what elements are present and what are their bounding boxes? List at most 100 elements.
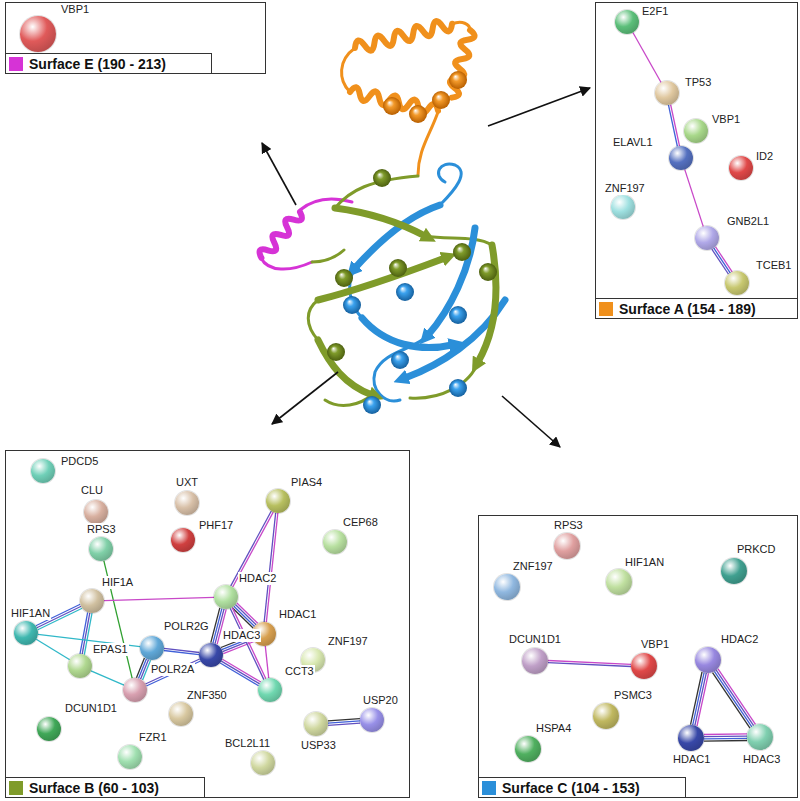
- interaction-edge: [633, 32, 661, 82]
- protein-node: BCL2L11: [251, 751, 275, 775]
- protein-node: HSPA4: [515, 736, 541, 762]
- blue-strand: [362, 318, 452, 348]
- interaction-edge: [668, 104, 679, 146]
- protein-label: PHF17: [198, 519, 234, 532]
- protein-node: FZR1: [118, 745, 142, 769]
- protein-label: ZNF197: [604, 182, 646, 195]
- protein-node: TCEB1: [725, 271, 749, 295]
- protein-node: HDAC3: [199, 643, 223, 667]
- interaction-edge: [548, 660, 631, 666]
- protein-node: PHF17: [171, 528, 195, 552]
- interaction-edge: [220, 659, 261, 686]
- protein-node: RPS3: [554, 533, 580, 559]
- surface-heading: Surface C (104 - 153): [502, 779, 640, 797]
- protein-label: USP33: [300, 739, 337, 752]
- protein-node: ZNF197: [494, 574, 520, 600]
- green-strand: [318, 340, 372, 395]
- protein-node: CEP68: [323, 530, 347, 554]
- orange-helix: [446, 28, 476, 99]
- protein-node: HIF1A: [80, 589, 104, 613]
- green-strand: [335, 208, 425, 236]
- interaction-edge: [164, 648, 199, 654]
- protein-label: EPAS1: [92, 643, 129, 656]
- edge-strand: [328, 719, 360, 721]
- green-sphere: [453, 243, 471, 261]
- protein-label: FZR1: [138, 731, 168, 744]
- edge-strand: [685, 169, 704, 226]
- edge-strand: [266, 513, 277, 622]
- surface-panel: Surface E (190 - 213)VBP1: [5, 2, 266, 74]
- blue-sphere: [363, 396, 381, 414]
- interaction-edge: [36, 639, 70, 659]
- edge-strand: [145, 659, 199, 684]
- protein-label: CEP68: [342, 516, 379, 529]
- beta-barrel: [308, 164, 505, 414]
- edge-strand: [222, 659, 260, 682]
- protein-node: UXT: [175, 491, 199, 515]
- protein-node: HDAC1: [678, 725, 704, 751]
- protein-label: PIAS4: [290, 476, 323, 489]
- green-coil: [312, 250, 344, 262]
- interaction-edge: [145, 659, 200, 686]
- green-sphere: [373, 169, 391, 187]
- interaction-edge: [136, 658, 150, 680]
- protein-label: HDAC2: [238, 572, 277, 585]
- orange-sphere: [383, 97, 401, 115]
- blue-coil: [438, 164, 461, 205]
- protein-label: HIF1AN: [10, 607, 51, 620]
- blue-sphere: [396, 283, 414, 301]
- green-sphere: [335, 269, 353, 287]
- pointer-arrow: [488, 88, 590, 126]
- interaction-edge: [264, 513, 278, 622]
- interaction-edge: [265, 646, 268, 678]
- protein-label: ZNF197: [327, 635, 369, 648]
- orange-sphere: [409, 105, 427, 123]
- surface-panel: Surface B (60 - 103)PDCD5CLUUXTPIAS4RPS3…: [5, 450, 410, 798]
- surface-heading-bar: Surface A (154 - 189): [596, 298, 797, 318]
- orange-region: [342, 18, 476, 175]
- protein-label: E2F1: [641, 5, 669, 18]
- interaction-edge: [104, 597, 214, 600]
- protein-label: DCUN1D1: [508, 633, 562, 646]
- protein-node: ZNF350: [169, 702, 193, 726]
- edge-strand: [80, 612, 88, 653]
- edge-strand: [104, 597, 214, 600]
- protein-label: POLR2A: [150, 663, 195, 676]
- protein-node: USP33: [304, 712, 328, 736]
- surface-heading-bar: Surface E (190 - 213): [6, 53, 212, 73]
- edge-strand: [704, 733, 747, 735]
- protein-node: DCUN1D1: [522, 648, 548, 674]
- protein-label: ZNF197: [512, 560, 554, 573]
- edge-strand: [718, 669, 755, 724]
- protein-node: VBP1: [631, 653, 657, 679]
- protein-node: HDAC2: [214, 585, 238, 609]
- surface-panel: Surface C (104 - 153)RPS3ZNF197HIF1ANPRK…: [478, 515, 798, 798]
- edge-strand: [704, 740, 747, 742]
- edge-strand: [164, 651, 199, 655]
- protein-node: DCUN1D1: [37, 717, 61, 741]
- protein-node: TP53: [655, 81, 679, 105]
- edge-strand: [548, 663, 631, 667]
- edge-strand: [232, 608, 253, 628]
- protein-label: CCT3: [284, 665, 315, 678]
- surface-heading: Surface A (154 - 189): [619, 300, 756, 318]
- protein-label: PSMC3: [613, 689, 653, 702]
- edge-strand: [704, 738, 747, 740]
- edge-strand: [668, 105, 677, 147]
- protein-label: GNB2L1: [726, 215, 770, 228]
- protein-label: TCEB1: [755, 259, 792, 272]
- surface-heading: Surface B (60 - 103): [29, 779, 159, 797]
- protein-label: RPS3: [86, 523, 117, 536]
- protein-label: HIF1A: [101, 576, 134, 589]
- interaction-edge: [328, 719, 360, 726]
- edge-strand: [704, 735, 747, 737]
- protein-label: PDCD5: [60, 455, 99, 468]
- edge-strand: [714, 671, 751, 726]
- protein-node: ZNF197: [611, 195, 635, 219]
- protein-node: RPS3: [89, 537, 113, 561]
- protein-node: HIF1AN: [606, 569, 632, 595]
- protein-label: ID2: [755, 150, 774, 163]
